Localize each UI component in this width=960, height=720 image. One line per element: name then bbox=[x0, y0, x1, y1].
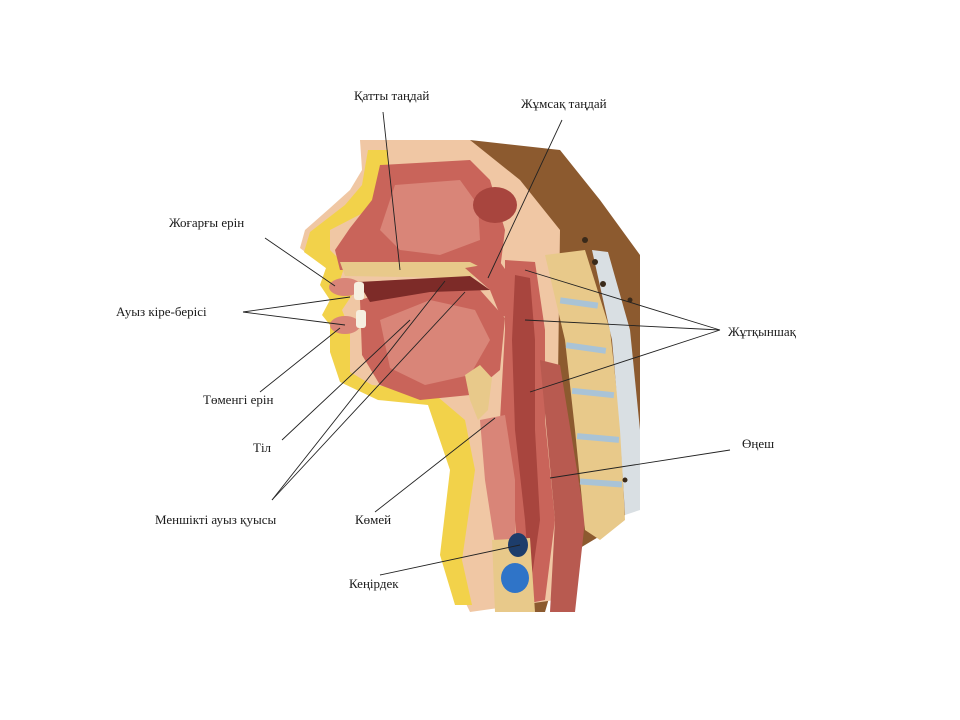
oral-cavity-space bbox=[358, 276, 490, 302]
pharynx-lumen bbox=[512, 275, 540, 590]
label-pharynx: Жұтқыншақ bbox=[728, 324, 796, 339]
label-esophagus: Өңеш bbox=[742, 436, 775, 451]
leader-oral-cavity-1 bbox=[271, 280, 446, 501]
fat-layer bbox=[304, 150, 475, 605]
leader-pharynx-2 bbox=[524, 319, 721, 331]
leader-hard-palate bbox=[382, 111, 401, 271]
leader-tongue bbox=[281, 319, 411, 441]
lower-tooth bbox=[356, 310, 366, 328]
leader-pharynx-3 bbox=[529, 329, 721, 393]
leader-trachea bbox=[379, 544, 521, 576]
spinal-cord bbox=[592, 250, 640, 515]
leader-larynx bbox=[374, 417, 496, 513]
leader-oral-cavity-2 bbox=[271, 291, 466, 501]
leader-pharynx-1 bbox=[524, 269, 721, 331]
label-larynx: Көмей bbox=[355, 512, 392, 527]
label-upper-lip: Жоғарғы ерін bbox=[169, 215, 245, 230]
label-tongue: Тіл bbox=[253, 440, 272, 455]
label-oral-cavity-proper: Меншікті ауыз қуысы bbox=[155, 512, 277, 527]
leader-esophagus bbox=[549, 449, 731, 479]
leader-upper-lip bbox=[264, 237, 336, 287]
upper-tooth bbox=[354, 282, 364, 300]
sphenoid-sinus bbox=[473, 187, 517, 223]
nasal-concha bbox=[380, 180, 480, 255]
leader-lower-lip bbox=[259, 327, 341, 393]
thyroid-vessel-blue bbox=[501, 563, 529, 593]
label-hard-palate: Қатты таңдай bbox=[354, 88, 430, 103]
vertebral-discs bbox=[559, 297, 623, 488]
label-oral-vestibule: Ауыз кіре-берісі bbox=[116, 304, 207, 319]
label-soft-palate: Жұмсақ таңдай bbox=[521, 96, 607, 111]
leader-vestibule-2 bbox=[242, 311, 346, 326]
larynx-shape bbox=[480, 415, 515, 545]
leader-vestibule-1 bbox=[242, 296, 351, 313]
epiglottis bbox=[465, 365, 492, 420]
label-trachea: Кеңірдек bbox=[349, 576, 399, 591]
label-lower-lip: Төменгі ерін bbox=[203, 392, 274, 407]
occipital-dots bbox=[582, 237, 633, 483]
esophagus-tube bbox=[540, 360, 585, 612]
leader-lines bbox=[242, 111, 731, 576]
upper-lip-shape bbox=[329, 278, 361, 296]
leader-soft-palate bbox=[487, 119, 563, 279]
hard-palate bbox=[340, 262, 490, 278]
tongue-inner bbox=[380, 300, 490, 385]
